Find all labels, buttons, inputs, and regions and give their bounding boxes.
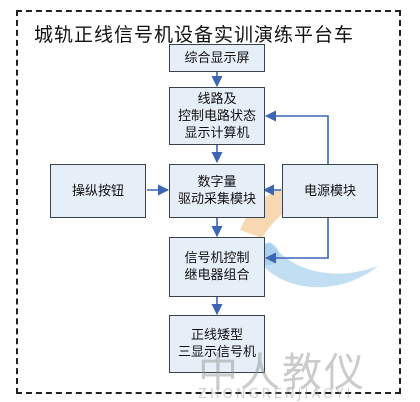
watermark-brand: 中人教仪 [198, 350, 366, 396]
box-power-module: 电源模块 [282, 164, 378, 218]
signal-line-2: 三显示信号机 [177, 345, 256, 360]
box-signal-light: 正线矮型 三显示信号机 [169, 315, 265, 373]
box-status-computer: 线路及 控制电路状态 显示计算机 [169, 87, 265, 145]
diagram-title: 城轨正线信号机设备实训演练平台车 [34, 24, 355, 46]
io-line-1: 数字量 [197, 175, 237, 190]
io-line-2: 驱动采集模块 [177, 192, 256, 207]
watermark-pinyin: ZHONGRENJIAOYI [198, 387, 354, 402]
computer-line-1: 线路及 [197, 91, 237, 107]
platform-frame [16, 10, 401, 394]
box-operation-buttons: 操纵按钮 [50, 164, 146, 218]
relay-line-2: 继电器组合 [184, 268, 250, 283]
display-label: 综合显示屏 [184, 50, 250, 66]
watermark-swoosh-blue [252, 242, 378, 288]
box-display-screen: 综合显示屏 [169, 44, 265, 72]
power-label: 电源模块 [303, 183, 356, 199]
signal-line-1: 正线矮型 [190, 328, 243, 343]
link-power-relay [264, 218, 329, 264]
box-io-module: 数字量 驱动采集模块 [169, 164, 265, 218]
link-power-computer [264, 110, 329, 164]
relay-line-1: 信号机控制 [184, 251, 250, 266]
computer-line-3: 显示计算机 [184, 125, 250, 141]
computer-line-2: 控制电路状态 [177, 108, 256, 124]
box-relay-combination: 信号机控制 继电器组合 [169, 237, 265, 297]
buttons-label: 操纵按钮 [71, 183, 124, 199]
